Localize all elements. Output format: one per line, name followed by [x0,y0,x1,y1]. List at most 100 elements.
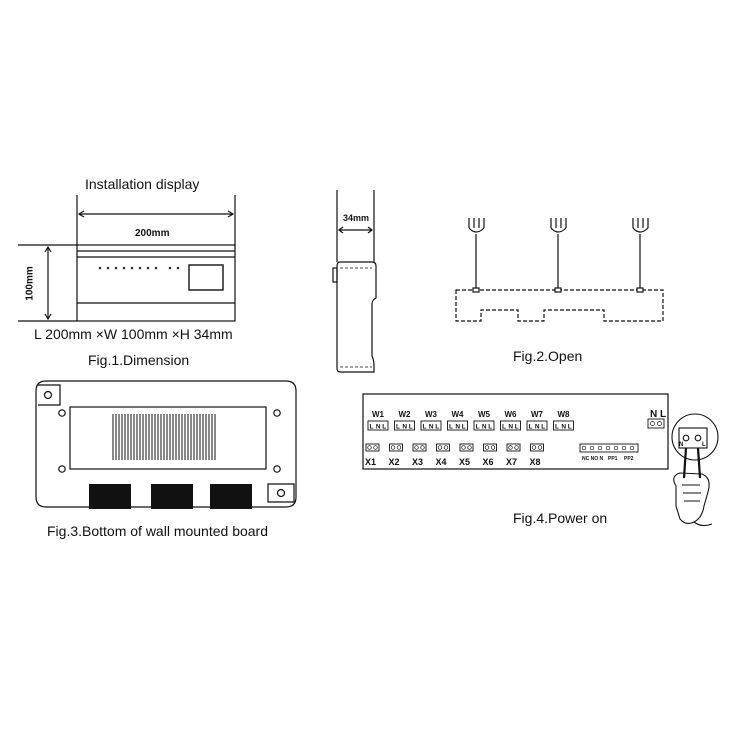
input-terminal-screw [390,445,396,450]
mounting-feet [89,484,252,509]
terminal-letter: L [541,424,545,431]
output-label: W3 [425,410,438,419]
input-terminal-block [530,443,544,452]
terminal-letter: L [396,424,400,431]
power-terminal-screw [650,421,655,426]
aux-label-nc-no-n: NC NO N [582,456,604,462]
terminal-letter: N [429,424,434,431]
input-terminal-screw [396,445,402,450]
input-terminal-block [436,443,450,452]
terminal-letter: L [529,424,533,431]
aux-label-pp1: PP1 [608,456,618,462]
fork-connector-3 [632,218,649,293]
output-terminal-block [526,420,548,431]
terminal-letter: L [370,424,374,431]
input-label: X6 [483,457,494,467]
terminal-letter: L [409,424,413,431]
terminal-letter: L [555,424,559,431]
aux-terminal-screw [597,445,603,451]
terminal-letter: L [515,424,519,431]
power-terminal-label: N L [650,409,667,420]
input-label: X3 [412,457,423,467]
aux-terminal-screw [581,445,587,451]
vent-slots [112,414,216,460]
input-terminal-screw [420,445,425,450]
input-label: X4 [436,457,447,467]
input-terminal-block [389,443,403,452]
terminal-letter: N [482,424,487,431]
input-terminal-screw [514,445,519,450]
output-label: W6 [505,410,518,419]
terminal-letter: N [508,424,513,431]
power-terminal-block [647,418,665,429]
aux-terminal-block [579,443,639,453]
input-label: X5 [459,457,470,467]
fig3-caption: Fig.3.Bottom of wall mounted board [47,523,269,539]
fig1-led-indicators [98,266,180,270]
aux-terminal-screw [621,445,627,451]
fig1-caption: Fig.1.Dimension [88,352,190,368]
input-terminal-screw [443,445,449,450]
input-label: X2 [389,457,400,467]
input-terminal-block [365,443,380,452]
input-terminal-screw [414,445,419,450]
hand-plug-illustration [671,413,719,527]
terminal-letter: L [488,424,492,431]
aux-terminal-screw [629,445,635,451]
terminal-letter: L [382,424,386,431]
input-label: X7 [506,457,517,467]
aux-terminal-screw [589,445,595,451]
fork-connector-1 [468,218,485,293]
input-label: X8 [530,457,541,467]
terminal-letter: L [435,424,439,431]
input-terminal-screw [490,445,496,450]
output-terminal-block [447,420,468,431]
output-terminal-block [394,420,415,431]
output-terminal-block [367,420,389,431]
fig3-bottom-drawing [35,380,297,508]
terminal-letter: L [423,424,427,431]
output-label: W8 [558,410,571,419]
terminal-letter: N [455,424,460,431]
height-dimension-label: 100mm [24,266,36,301]
terminal-letter: N [402,424,407,431]
output-terminal-block [500,420,521,431]
installation-display-label: Installation display [85,176,200,192]
output-label: W4 [452,410,465,419]
input-terminal-screw [437,445,443,450]
overall-dimensions-text: L 200mm ×W 100mm ×H 34mm [34,326,233,342]
terminal-letter: L [476,424,480,431]
fig2-caption: Fig.2.Open [513,348,583,364]
output-label: W5 [478,410,491,419]
fork-connector-2 [550,218,567,293]
output-terminal-block [553,420,574,431]
terminal-letter: L [502,424,506,431]
terminal-letter: N [376,424,381,431]
power-terminal-screw [657,421,662,426]
input-terminal-block [483,443,497,452]
aux-label-pp2: PP2 [624,456,634,462]
terminal-letter: L [568,424,572,431]
input-terminal-screw [484,445,490,450]
input-terminal-block [459,443,474,452]
input-terminal-screw [461,445,466,450]
terminal-letter: N [535,424,540,431]
fig4-terminal-board [362,393,669,470]
input-terminal-screw [373,445,378,450]
terminal-letter: L [449,424,453,431]
plug-label-l: L [702,442,706,448]
input-terminal-block [506,443,521,452]
fig2-open-drawing [455,218,664,322]
output-label: W2 [399,410,412,419]
input-terminal-screw [537,445,543,450]
terminal-letter: N [561,424,566,431]
output-terminal-block [420,420,442,431]
output-terminal-block [473,420,495,431]
input-terminal-screw [467,445,472,450]
input-label: X1 [365,457,376,467]
aux-terminal-screw [613,445,619,451]
terminal-letter: L [462,424,466,431]
fig1-dimension-drawing [18,195,236,322]
input-terminal-screw [367,445,372,450]
input-terminal-block [412,443,427,452]
